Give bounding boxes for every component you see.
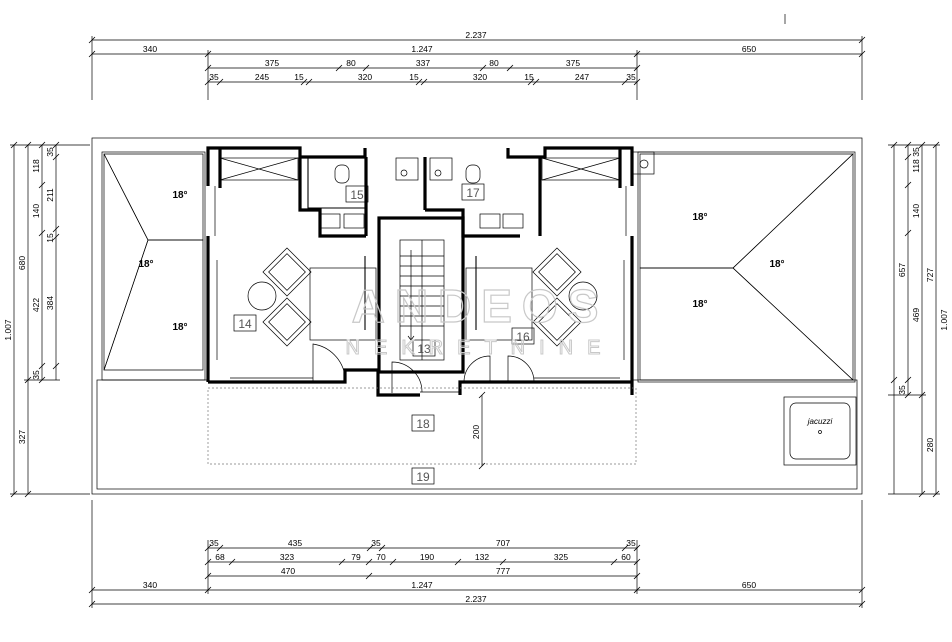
- dim-right-118: 118: [911, 159, 921, 173]
- dim-left-15: 15: [45, 233, 55, 243]
- dim-top-r4-5: 15: [409, 72, 419, 82]
- dim-top-left: 340: [143, 44, 157, 54]
- watermark-logo: ANDEOS: [352, 280, 609, 332]
- bedroom-furniture: [247, 247, 598, 347]
- dim-left-680: 680: [17, 256, 27, 270]
- dim-left-35b: 35: [31, 370, 41, 380]
- dim-right-35b: 35: [897, 385, 907, 395]
- dim-top-r4-2: 245: [255, 72, 269, 82]
- dim-top-r4-9: 35: [626, 72, 636, 82]
- dim-top-r4-7: 15: [524, 72, 534, 82]
- staircase: [399, 239, 445, 361]
- room-19: 19: [416, 470, 430, 484]
- dim-right-35a: 35: [911, 147, 921, 157]
- dim-left-140: 140: [31, 204, 41, 218]
- dim-right-140: 140: [911, 204, 921, 218]
- room-13: 13: [417, 342, 431, 356]
- roof-angle-left-top: 18°: [172, 190, 187, 201]
- left-dimensions: 1.007 680 327 118 140 422 35 35 211 15 3…: [3, 141, 90, 498]
- roof-angle-left-bottom: 18°: [172, 322, 187, 333]
- dim-top-r3-1: 375: [265, 58, 279, 68]
- room-15: 15: [350, 188, 364, 202]
- room-16: 16: [516, 330, 530, 344]
- dim-top-r4-1: 35: [209, 72, 219, 82]
- dim-left-total: 1.007: [3, 319, 13, 341]
- wardrobes: [219, 157, 621, 181]
- roof-angle-right-bottom: 18°: [692, 299, 707, 310]
- dim-bot-r1-2: 435: [288, 538, 302, 548]
- right-dimensions: 657 35 118 140 469 35 727 280 1.007: [888, 141, 949, 498]
- dim-bot-r2-1: 68: [215, 552, 225, 562]
- room-numbers: 15 17 14 16 13 18 19: [233, 183, 535, 485]
- roof-angle-left-mid: 18°: [138, 259, 153, 270]
- dim-right-280: 280: [925, 438, 935, 452]
- doors: [312, 343, 535, 393]
- dim-bot-r1-1: 35: [209, 538, 219, 548]
- dim-bot-r1-3: 35: [371, 538, 381, 548]
- bathroom-fixtures: [319, 157, 524, 229]
- dim-top-r4-4: 320: [358, 72, 372, 82]
- dim-bot-r4-2: 1.247: [411, 580, 433, 590]
- dim-right-469: 469: [911, 308, 921, 322]
- terrace: 200: [207, 387, 637, 470]
- dim-bot-r2-2: 323: [280, 552, 294, 562]
- watermark: ANDEOS NEKRETNINE: [345, 279, 615, 359]
- dim-left-384: 384: [45, 296, 55, 310]
- dim-bot-r3-1: 470: [281, 566, 295, 576]
- dim-top-r3-5: 375: [566, 58, 580, 68]
- dim-left-327: 327: [17, 430, 27, 444]
- jacuzzi: jacuzzi: [783, 396, 857, 466]
- roof-angle-labels: 18° 18° 18° 18° 18° 18°: [138, 190, 784, 333]
- dim-bot-r2-8: 60: [621, 552, 631, 562]
- dim-bot-r2-3: 79: [351, 552, 361, 562]
- dim-left-35a: 35: [45, 147, 55, 157]
- dim-bot-r2-6: 132: [475, 552, 489, 562]
- dim-terrace-200: 200: [471, 425, 481, 439]
- dim-right-727: 727: [925, 268, 935, 282]
- dim-top-center: 1.247: [411, 44, 433, 54]
- dim-top-right: 650: [742, 44, 756, 54]
- dim-top-total: 2.237: [465, 30, 487, 40]
- bottom-dimensions: 35 435 35 707 35 68 323 79 70 190 132 32…: [88, 500, 866, 608]
- left-roof: [103, 153, 204, 371]
- dim-bot-total: 2.237: [465, 594, 487, 604]
- dim-bot-r2-5: 190: [420, 552, 434, 562]
- room-18: 18: [416, 417, 430, 431]
- dim-right-657: 657: [897, 263, 907, 277]
- interior-walls: [206, 146, 634, 397]
- watermark-sub: NEKRETNINE: [346, 337, 615, 359]
- roof-angle-right-mid: 18°: [769, 259, 784, 270]
- dim-top-r4-3: 15: [294, 72, 304, 82]
- dim-bot-r1-4: 707: [496, 538, 510, 548]
- windows: [214, 186, 627, 379]
- dim-right-total: 1.007: [939, 309, 949, 331]
- dim-bot-r3-2: 777: [496, 566, 510, 576]
- dim-bot-r2-4: 70: [376, 552, 386, 562]
- room-17: 17: [466, 186, 480, 200]
- right-roof: [631, 151, 854, 381]
- dim-left-211: 211: [45, 188, 55, 202]
- dim-bot-r2-7: 325: [554, 552, 568, 562]
- roof-angle-right-top: 18°: [692, 212, 707, 223]
- top-dimensions: 2.237 340 1.247 650 375 80 337 80 375 35…: [88, 14, 866, 100]
- jacuzzi-label: jacuzzi: [807, 417, 833, 426]
- dim-bot-r4-1: 340: [143, 580, 157, 590]
- dim-top-r4-6: 320: [473, 72, 487, 82]
- dim-top-r3-3: 337: [416, 58, 430, 68]
- dim-left-422: 422: [31, 298, 41, 312]
- dim-bot-r1-5: 35: [626, 538, 636, 548]
- dim-left-118: 118: [31, 159, 41, 173]
- dim-top-r3-2: 80: [346, 58, 356, 68]
- room-14: 14: [238, 317, 252, 331]
- dim-top-r4-8: 247: [575, 72, 589, 82]
- dim-bot-r4-3: 650: [742, 580, 756, 590]
- dim-top-r3-4: 80: [489, 58, 499, 68]
